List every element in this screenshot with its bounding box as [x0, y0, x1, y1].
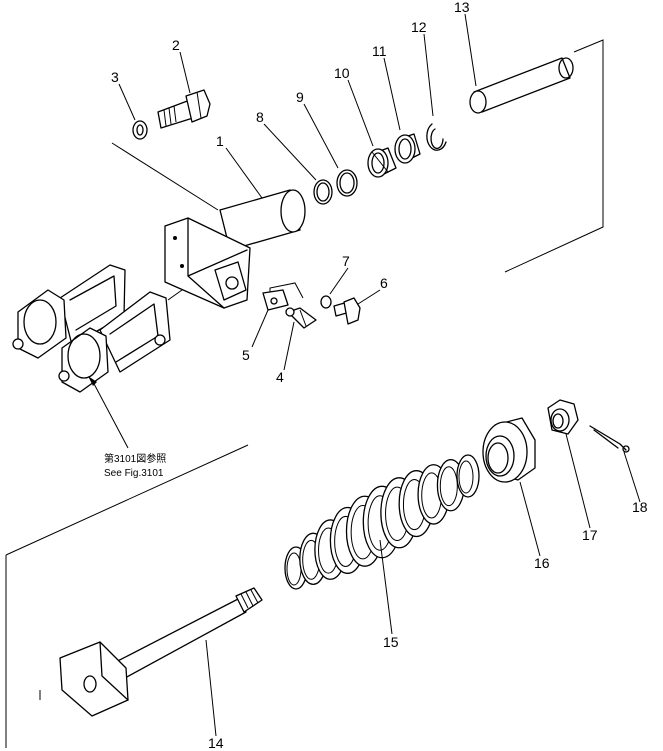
label-part-15: 15	[383, 634, 399, 650]
reference-arrow	[88, 376, 129, 449]
bolt-part-6	[333, 297, 361, 325]
reference-note-english: See Fig.3101	[104, 468, 164, 479]
label-part-4: 4	[276, 369, 284, 385]
spring-coil-inner	[439, 466, 458, 507]
label-part-13: 13	[454, 0, 470, 15]
cylinder-part-1	[164, 189, 306, 309]
cotter-pin-part-18	[589, 425, 630, 453]
idler-yoke-upper	[12, 264, 126, 359]
o-ring-part-9	[336, 169, 358, 197]
recoil-spring-part-15	[284, 454, 480, 590]
assembly-frame-lines	[5, 39, 604, 748]
label-part-18: 18	[632, 499, 648, 515]
label-part-1: 1	[216, 133, 224, 149]
label-part-3: 3	[111, 69, 119, 85]
label-part-10: 10	[334, 65, 350, 81]
label-part-2: 2	[172, 37, 180, 53]
bushing-part-11	[394, 133, 421, 164]
rod-part-13	[469, 57, 574, 114]
part-labels: 2 3 1 8 9 10 11 12 13 7 6 5 4 15 16 17 1…	[111, 0, 648, 751]
label-part-12: 12	[411, 19, 427, 35]
reference-note-japanese: 第3101図参照	[104, 452, 166, 465]
packing-part-10	[367, 147, 397, 178]
snap-ring-part-3	[132, 120, 148, 140]
grease-fitting-part-4	[285, 307, 317, 329]
washer-part-7	[320, 295, 332, 309]
label-part-14: 14	[208, 735, 224, 751]
leader-lines	[118, 13, 641, 737]
nut-part-17	[547, 399, 579, 435]
label-part-6: 6	[380, 275, 388, 291]
label-part-16: 16	[534, 555, 550, 571]
spring-coil-inner	[458, 460, 474, 494]
spring-coil	[456, 454, 480, 498]
label-part-5: 5	[242, 347, 250, 363]
label-part-17: 17	[582, 527, 598, 543]
reference-note: 第3101図参照 See Fig.3101	[104, 452, 166, 479]
label-part-11: 11	[372, 43, 387, 59]
plate-part-5	[262, 289, 289, 311]
snap-ring-part-12	[426, 123, 447, 151]
label-part-8: 8	[256, 109, 264, 125]
bolt-part-2	[157, 89, 211, 129]
spring-seat-part-16	[482, 417, 536, 483]
label-part-7: 7	[342, 253, 350, 269]
rod-part-14	[59, 587, 263, 717]
o-ring-part-8	[313, 179, 333, 205]
label-part-9: 9	[296, 89, 304, 105]
idler-yoke-lower	[58, 291, 171, 393]
